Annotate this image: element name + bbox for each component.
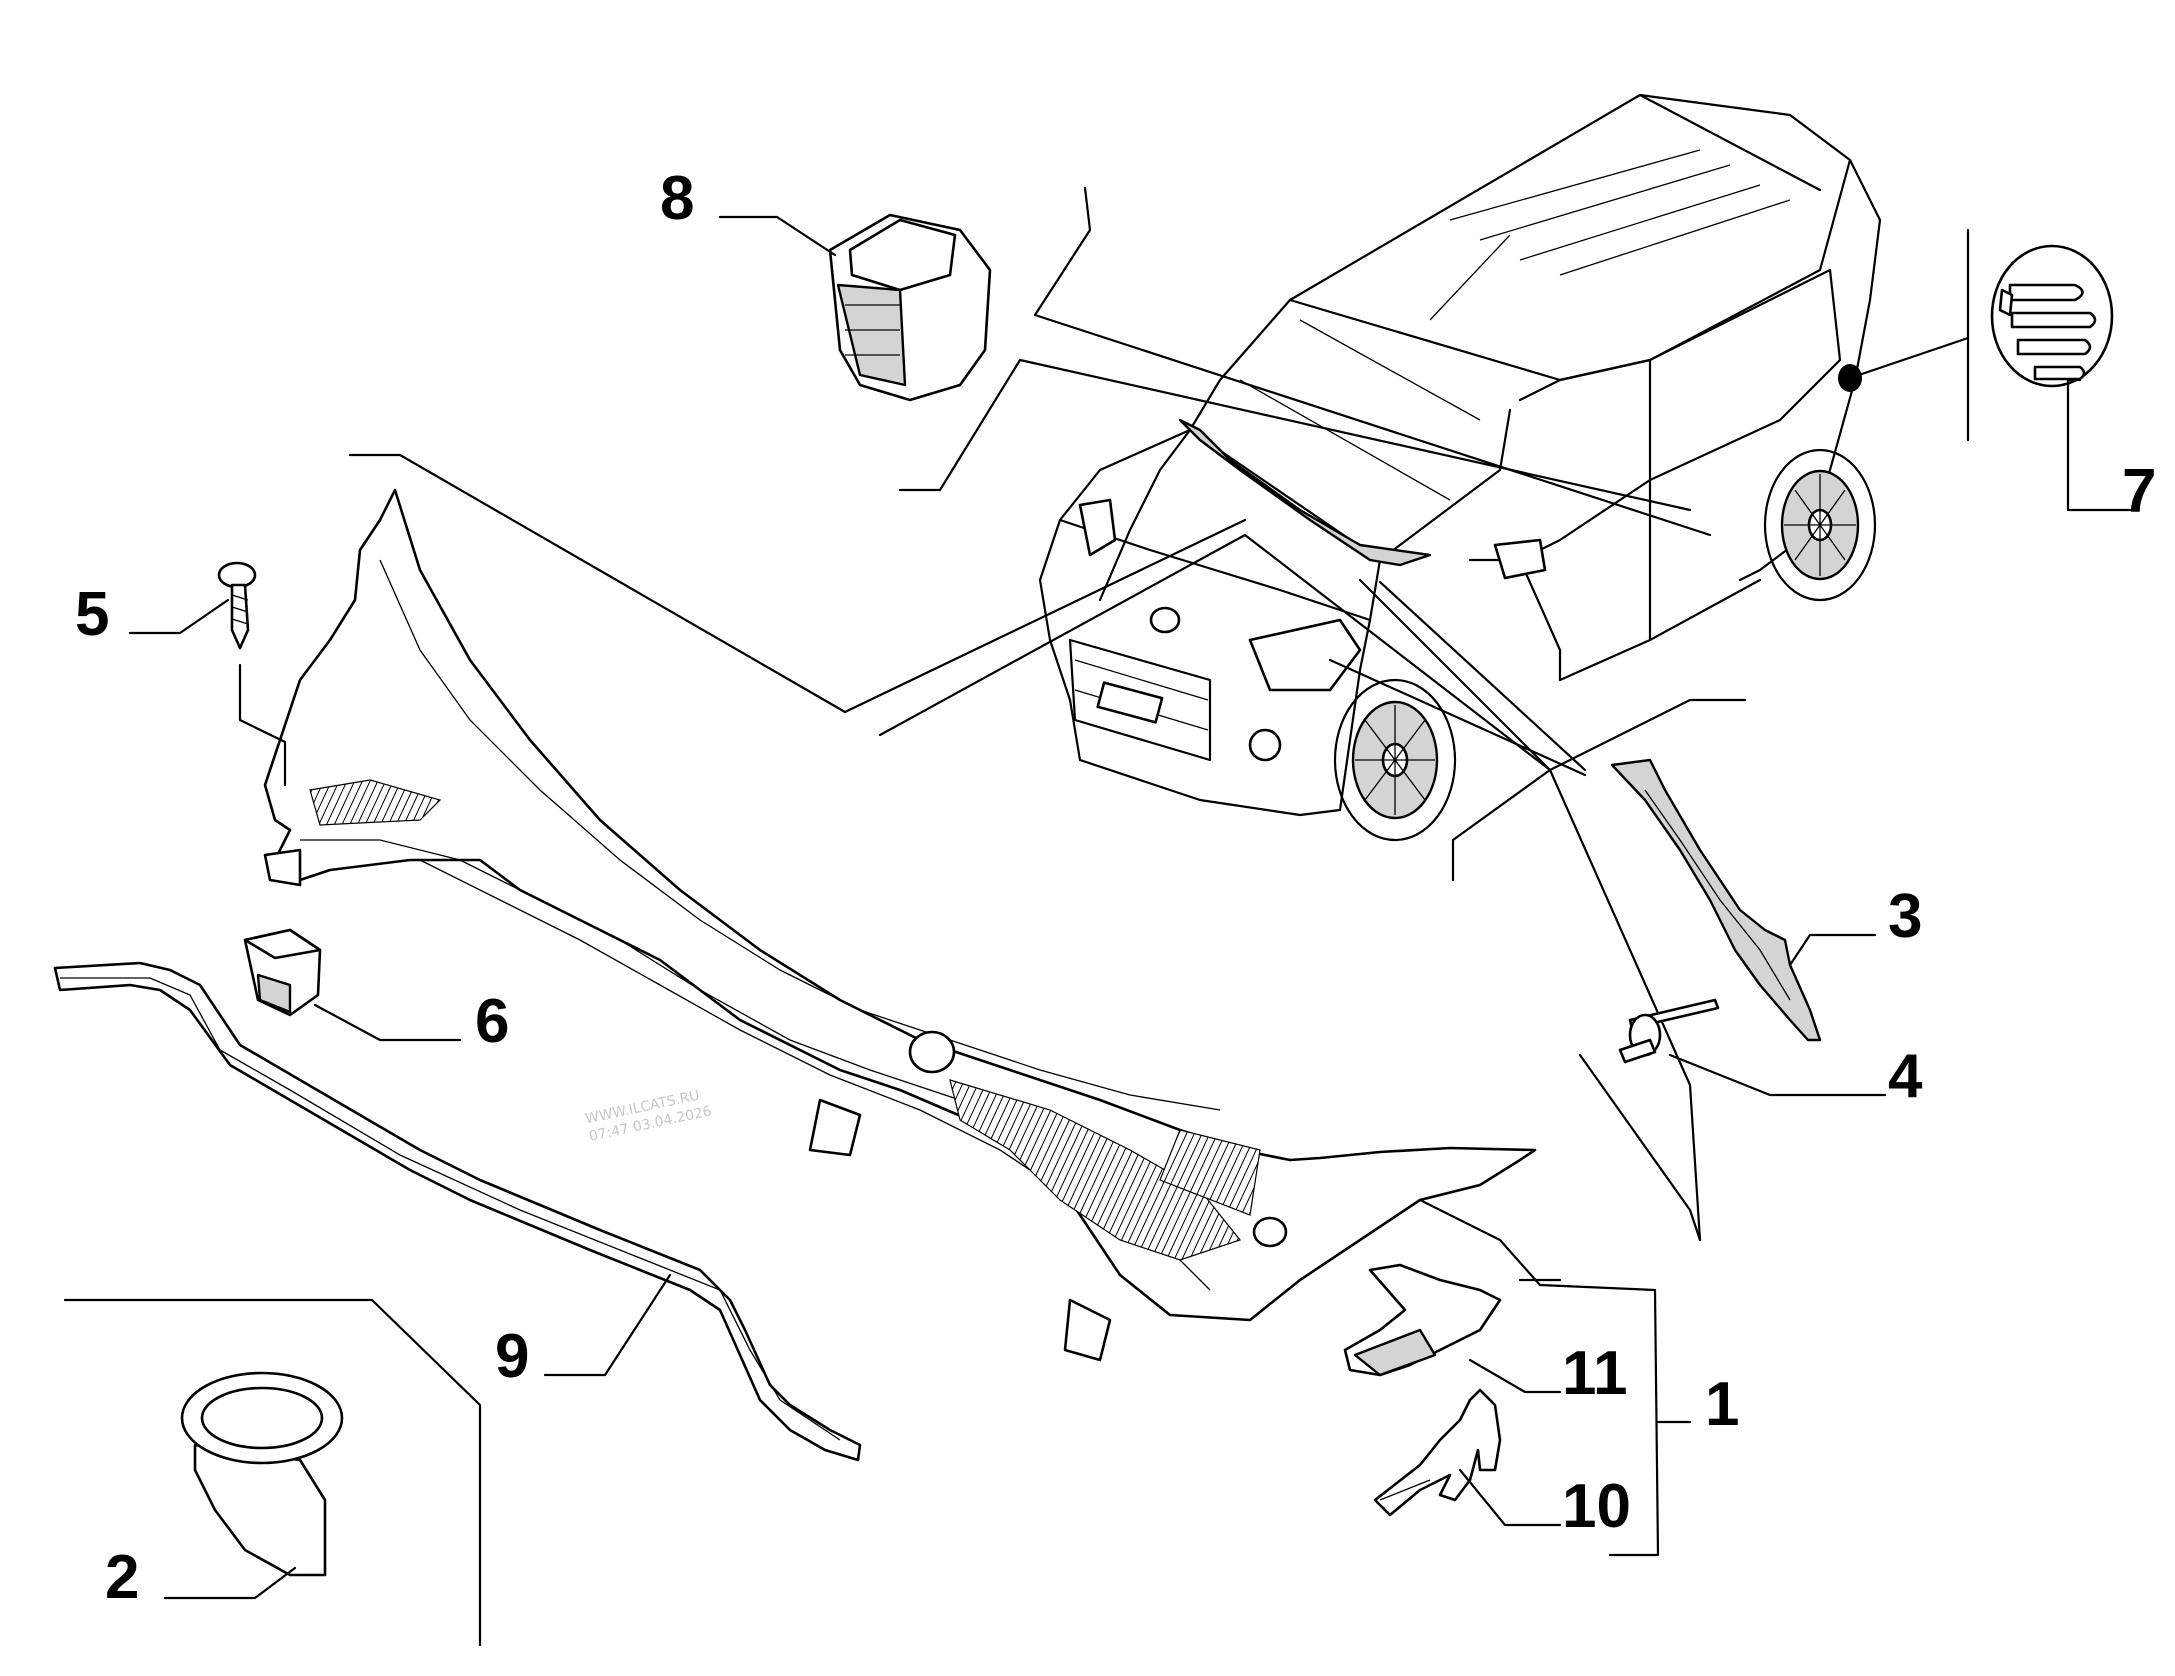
seal-strip-part-9[interactable] xyxy=(53,961,862,1462)
retaining-clip-part-6[interactable] xyxy=(243,928,322,1017)
callout-3[interactable]: 3 xyxy=(1888,882,1922,951)
hose-clip-part-10[interactable] xyxy=(1373,1388,1502,1517)
drain-grommet-part-2[interactable] xyxy=(180,1371,344,1577)
callout-leaders xyxy=(63,215,2132,1647)
callout-9[interactable]: 9 xyxy=(495,1322,529,1391)
side-trim-part-3[interactable] xyxy=(1610,758,1822,1042)
cowl-panel-part-1[interactable] xyxy=(263,488,1537,1362)
callout-labels: 1 2 3 4 5 6 7 8 9 10 11 xyxy=(75,164,2156,1612)
screw-part-5[interactable] xyxy=(217,561,287,787)
callout-1[interactable]: 1 xyxy=(1705,1370,1739,1439)
callout-4[interactable]: 4 xyxy=(1888,1042,1923,1111)
callout-5[interactable]: 5 xyxy=(75,580,109,649)
bracket-part-11[interactable] xyxy=(1343,1263,1502,1377)
callout-7[interactable]: 7 xyxy=(2122,457,2156,526)
callout-10[interactable]: 10 xyxy=(1562,1472,1631,1541)
callout-2[interactable]: 2 xyxy=(105,1543,139,1612)
callout-11[interactable]: 11 xyxy=(1562,1339,1628,1408)
push-rivet-part-4[interactable] xyxy=(1618,998,1720,1064)
callout-6[interactable]: 6 xyxy=(475,987,509,1056)
vent-cover-part-7[interactable] xyxy=(1990,244,2114,388)
van-illustration xyxy=(1038,93,1882,842)
watermark: WWW.ILCATS.RU 07:47 03.04.2026 xyxy=(584,1088,713,1145)
callout-8[interactable]: 8 xyxy=(660,164,694,233)
air-intake-part-8[interactable] xyxy=(828,213,992,402)
leader-lines xyxy=(348,186,1970,1242)
